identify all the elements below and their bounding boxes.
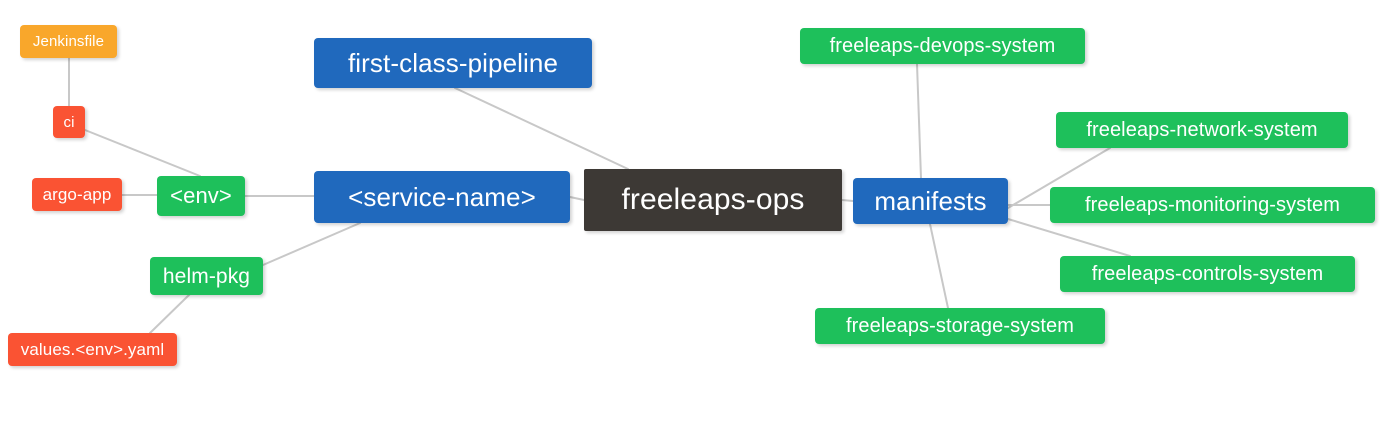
node-jenkinsfile[interactable]: Jenkinsfile bbox=[20, 25, 117, 58]
edge-freeleaps-ops-to-first-class-pipeline bbox=[454, 87, 629, 170]
node-freeleaps-devops-system[interactable]: freeleaps-devops-system bbox=[800, 28, 1085, 64]
edge-freeleaps-ops-to-manifests bbox=[841, 199, 854, 202]
edge-manifests-to-freeleaps-devops-system bbox=[916, 63, 922, 179]
node-values-env-yaml[interactable]: values.<env>.yaml bbox=[8, 333, 177, 366]
edge-service-name-to-helm-pkg bbox=[262, 222, 361, 266]
node-argo-app[interactable]: argo-app bbox=[32, 178, 122, 211]
node-freeleaps-network-system[interactable]: freeleaps-network-system bbox=[1056, 112, 1348, 148]
node-freeleaps-controls-system[interactable]: freeleaps-controls-system bbox=[1060, 256, 1355, 292]
node-ci[interactable]: ci bbox=[53, 106, 85, 138]
node-env[interactable]: <env> bbox=[157, 176, 245, 216]
edge-freeleaps-ops-to-service-name bbox=[569, 196, 585, 201]
node-freeleaps-monitoring-system[interactable]: freeleaps-monitoring-system bbox=[1050, 187, 1375, 223]
edge-env-to-ci bbox=[84, 129, 201, 177]
edge-helm-pkg-to-values-env-yaml bbox=[149, 293, 191, 334]
node-helm-pkg[interactable]: helm-pkg bbox=[150, 257, 263, 295]
edge-manifests-to-freeleaps-storage-system bbox=[929, 223, 949, 309]
node-freeleaps-ops[interactable]: freeleaps-ops bbox=[584, 169, 842, 231]
edge-manifests-to-freeleaps-controls-system bbox=[1007, 218, 1131, 257]
node-first-class-pipeline[interactable]: first-class-pipeline bbox=[314, 38, 592, 88]
node-service-name[interactable]: <service-name> bbox=[314, 171, 570, 223]
node-manifests[interactable]: manifests bbox=[853, 178, 1008, 224]
node-freeleaps-storage-system[interactable]: freeleaps-storage-system bbox=[815, 308, 1105, 344]
